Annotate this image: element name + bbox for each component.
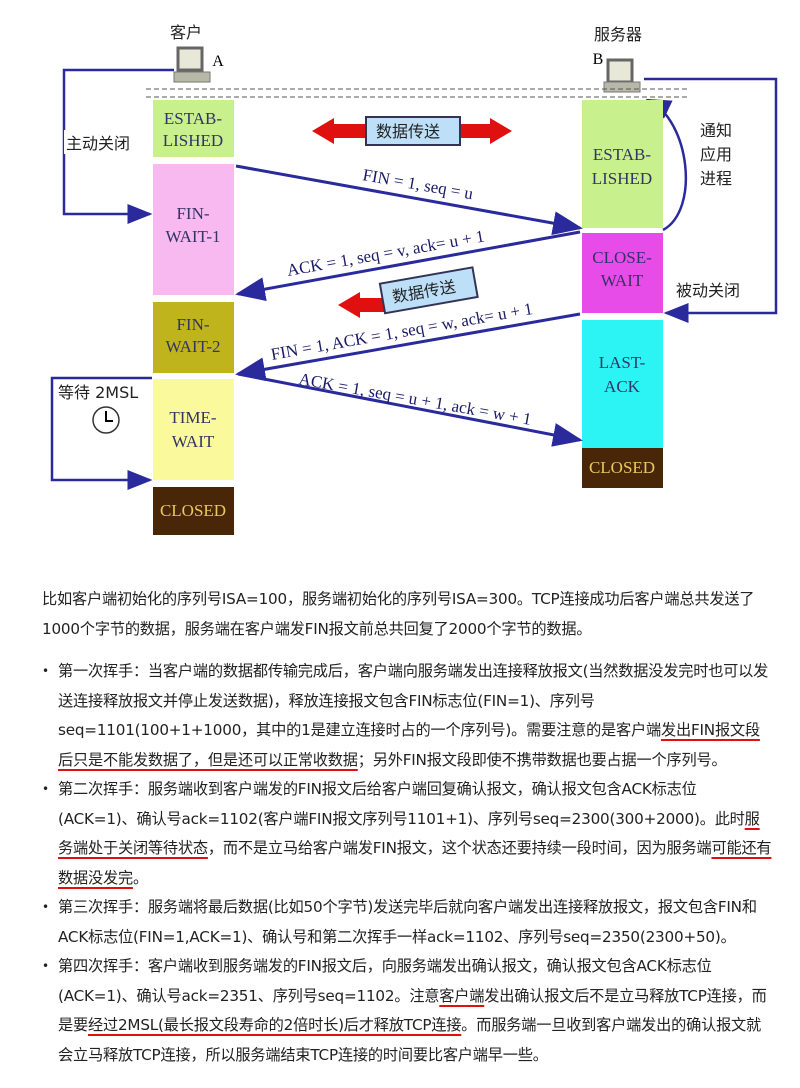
clock-icon bbox=[92, 406, 120, 434]
final-ack-message: ACK = 1, seq = u + 1, ack = w + 1 bbox=[297, 369, 533, 429]
handshake-list: 第一次挥手：当客户端的数据都传输完成后，客户端向服务端发出连接释放报文(当然数据… bbox=[42, 657, 772, 1070]
fin-arrow bbox=[235, 164, 583, 236]
server-state-established: ESTAB- LISHED bbox=[582, 100, 663, 228]
client-letter: A bbox=[212, 53, 224, 70]
active-close-label: 主动关闭 bbox=[66, 134, 130, 153]
notify-app-line1: 通知 bbox=[700, 121, 732, 140]
wait-2msl-label: 等待 2MSL bbox=[58, 383, 138, 402]
server-state-last-ack: LAST- ACK bbox=[582, 320, 663, 451]
passive-close-arrow bbox=[644, 77, 778, 323]
passive-close-label: 被动关闭 bbox=[676, 281, 740, 300]
client-state-closed: CLOSED bbox=[153, 487, 234, 535]
svg-text:FIN-: FIN- bbox=[176, 204, 209, 223]
svg-text:LAST-: LAST- bbox=[599, 353, 646, 372]
server-computer-icon bbox=[603, 58, 641, 93]
svg-text:ESTAB-: ESTAB- bbox=[593, 145, 651, 164]
intro-paragraph: 比如客户端初始化的序列号ISA=100，服务端初始化的序列号ISA=300。TC… bbox=[42, 590, 755, 638]
final-ack-arrow bbox=[237, 372, 583, 447]
data-transfer-server-to-client: 数据传送 bbox=[338, 266, 479, 318]
client-computer-icon bbox=[173, 46, 211, 83]
client-state-fin-wait-1: FIN- WAIT-1 bbox=[153, 164, 234, 295]
ack-arrow bbox=[235, 230, 581, 301]
list-item-first-wave: 第一次挥手：当客户端的数据都传输完成后，客户端向服务端发出连接释放报文(当然数据… bbox=[42, 657, 772, 775]
fin-ack-arrow bbox=[235, 312, 581, 382]
svg-text:CLOSE-: CLOSE- bbox=[592, 248, 652, 267]
client-state-established: ESTAB- LISHED bbox=[153, 100, 234, 157]
server-state-close-wait: CLOSE- WAIT bbox=[582, 233, 663, 313]
client-state-fin-wait-2: FIN- WAIT-2 bbox=[153, 302, 234, 373]
list-item-second-wave: 第二次挥手：服务端收到客户端发的FIN报文后给客户端回复确认报文，确认报文包含A… bbox=[42, 775, 772, 893]
svg-text:LISHED: LISHED bbox=[592, 169, 652, 188]
list-item-third-wave: 第三次挥手：服务端将最后数据(比如50个字节)发送完毕后就向客户端发出连接释放报… bbox=[42, 893, 772, 952]
client-label: 客户 bbox=[170, 23, 202, 42]
notify-app-line3: 进程 bbox=[700, 169, 732, 188]
notify-app-line2: 应用 bbox=[700, 145, 732, 164]
server-letter: B bbox=[593, 51, 604, 68]
data-transfer-bidirectional: 数据传送 bbox=[312, 116, 512, 146]
svg-text:WAIT: WAIT bbox=[601, 271, 644, 290]
list-item-fourth-wave: 第四次挥手：客户端收到服务端发的FIN报文后，向服务端发出确认报文，确认报文包含… bbox=[42, 952, 772, 1070]
svg-text:LISHED: LISHED bbox=[163, 131, 223, 150]
svg-text:WAIT-2: WAIT-2 bbox=[165, 337, 220, 356]
svg-text:WAIT: WAIT bbox=[172, 432, 215, 451]
svg-text:CLOSED: CLOSED bbox=[589, 458, 655, 477]
server-state-closed: CLOSED bbox=[582, 448, 663, 488]
svg-text:数据传送: 数据传送 bbox=[376, 122, 440, 141]
svg-text:ACK: ACK bbox=[604, 377, 641, 396]
svg-text:FIN-: FIN- bbox=[176, 315, 209, 334]
svg-text:TIME-: TIME- bbox=[169, 408, 217, 427]
server-label: 服务器 bbox=[594, 25, 642, 44]
tcp-four-way-handshake-diagram: 客户 A 服务器 B 主动关闭 等待 2MSL 被动关闭 通知 应用 进程 ES… bbox=[50, 23, 778, 535]
client-state-time-wait: TIME- WAIT bbox=[153, 379, 234, 480]
svg-text:CLOSED: CLOSED bbox=[160, 501, 226, 520]
wait-2msl-arrow bbox=[50, 376, 153, 490]
svg-text:WAIT-1: WAIT-1 bbox=[165, 227, 220, 246]
svg-text:ESTAB-: ESTAB- bbox=[164, 109, 222, 128]
